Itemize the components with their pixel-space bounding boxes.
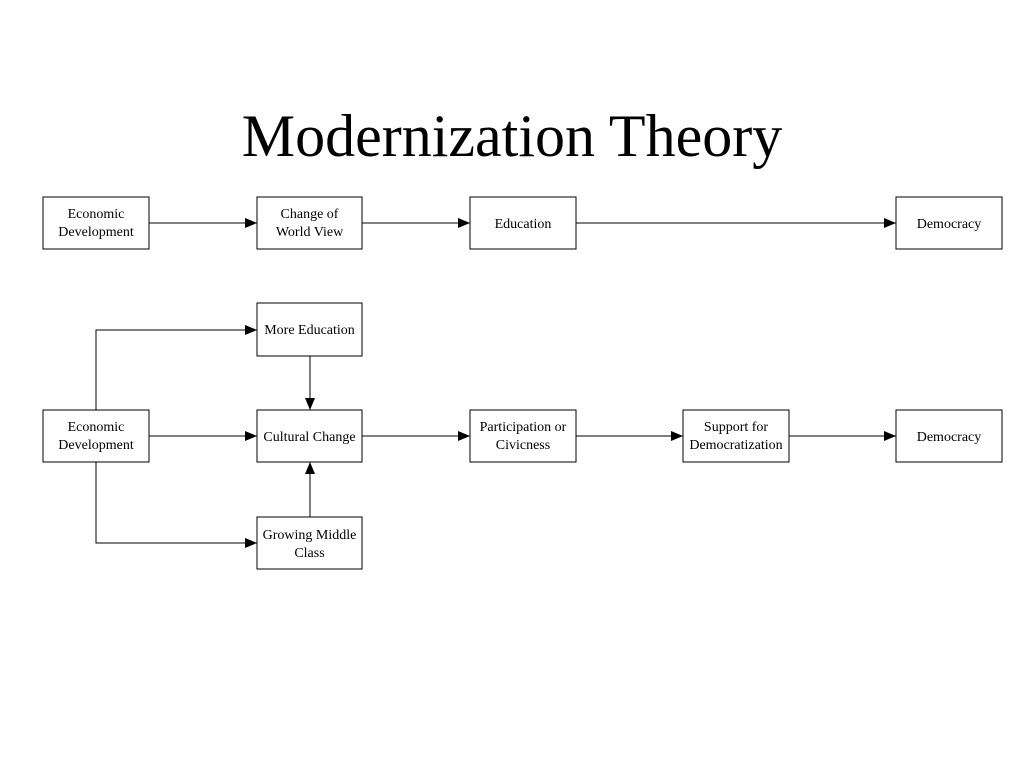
d2-growing-middle-class-line-1: Growing Middle [263,528,357,543]
d2-cultural-change-box: Cultural Change [256,409,363,463]
d1-economic-development-line-2: Development [58,225,134,240]
d1-economic-development-box: Economic Development [42,196,150,250]
d1-change-of-world-view-line-1: Change of [281,207,339,222]
d2-more-education-label: More Education [264,323,355,338]
d2-democracy-box: Democracy [895,409,1003,463]
d2-cultural-change-label: Cultural Change [263,430,355,445]
d2-more-education-box: More Education [256,302,363,357]
d1-economic-development-line-1: Economic [68,207,125,222]
d2-participation-line-1: Participation or [480,420,567,435]
d2-economic-development-box: Economic Development [42,409,150,463]
d2-economic-development-line-1: Economic [68,420,125,435]
d2-participation-line-2: Civicness [496,438,550,453]
d1-change-of-world-view-box: Change of World View [256,196,363,250]
d2-growing-middle-class-line-2: Class [294,546,324,561]
d1-democracy-label: Democracy [917,217,982,232]
d2-economic-development-line-2: Development [58,438,134,453]
edge-econ-to-more-education [95,325,257,410]
d1-democracy-box: Democracy [895,196,1003,250]
d1-education-label: Education [495,217,552,232]
d2-support-line-1: Support for [704,420,769,435]
d1-change-of-world-view-line-2: World View [276,225,344,240]
edge-econ-to-middle-class [95,462,257,548]
slide-title: Modernization Theory [241,103,783,169]
diagram-2-edges [95,325,896,548]
d2-support-box: Support for Democratization [682,409,790,463]
d2-growing-middle-class-box: Growing Middle Class [256,516,363,570]
d2-participation-box: Participation or Civicness [469,409,577,463]
d2-support-line-2: Democratization [689,438,782,453]
d2-democracy-label: Democracy [917,430,982,445]
d1-education-box: Education [469,196,577,250]
